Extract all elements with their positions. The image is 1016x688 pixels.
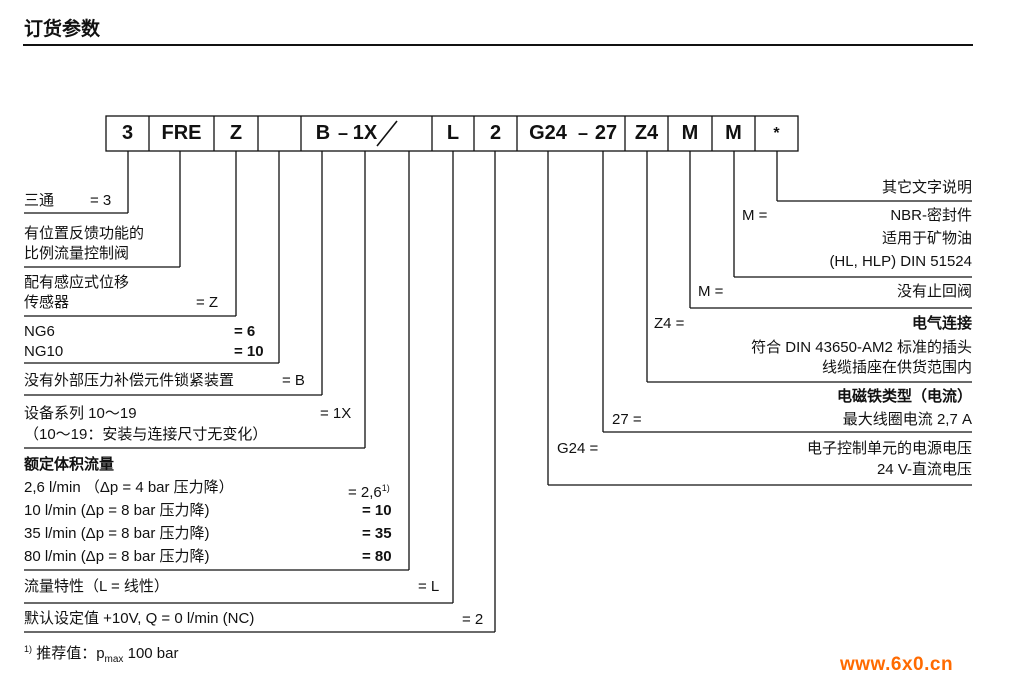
code-flow-2-6-value: = 2,6 (348, 484, 382, 501)
desc-seal-line1: NBR-密封件 (890, 207, 972, 224)
code-cell-size (258, 116, 301, 151)
page-title: 订货参数 (24, 19, 101, 40)
code-characteristic: = L (418, 578, 440, 595)
desc-default: 默认设定值 +10V, Q = 0 l/min (NC) (24, 610, 255, 627)
footnote-text: 推荐值：p (36, 645, 105, 662)
desc-transducer-line2: 传感器 (24, 294, 70, 311)
code-cell-characteristic: L (446, 122, 460, 144)
code-cell-connector: Z4 (634, 122, 659, 144)
desc-characteristic: 流量特性（L = 线性） (24, 578, 169, 595)
code-supply: G24 = (557, 440, 599, 457)
desc-series-line1: 设备系列 10～19 (24, 405, 137, 422)
code-cell-transducer: Z (229, 122, 243, 144)
elec-heading: 电气连接 (911, 315, 972, 332)
footnote-mark: 1) (24, 644, 33, 654)
code-check: M = (698, 283, 724, 300)
desc-valve-line2: 比例流量控制阀 (24, 245, 130, 262)
code-dash-2: – (577, 123, 588, 143)
footnote: 1) 推荐值：pmax 100 bar (24, 640, 178, 669)
code-cell-series: FRE (161, 122, 202, 144)
desc-seal-line3: (HL, HLP) DIN 51524 (829, 253, 972, 270)
desc-valve-line1: 有位置反馈功能的 (24, 225, 145, 242)
desc-seal-line2: 适用于矿物油 (881, 230, 972, 247)
footnote-marker: 1) (381, 483, 390, 493)
solenoid-heading: 电磁铁类型（电流） (836, 388, 972, 405)
code-lock: = B (282, 372, 305, 389)
code-flow-2-6: = 2,61) (348, 479, 390, 502)
code-seal: M = (742, 207, 768, 224)
desc-check: 没有止回阀 (896, 283, 972, 300)
desc-supply-line1: 电子控制单元的电源电压 (806, 440, 972, 457)
code-series: = 1X (320, 405, 352, 422)
code-cell-check: M (681, 122, 699, 144)
footnote-sub: max (104, 654, 124, 665)
code-cell-seal: M (725, 122, 742, 144)
footnote-tail: 100 bar (123, 645, 179, 662)
flow-row-2-6: 2,6 l/min （Δp = 4 bar 压力降） (24, 479, 234, 496)
desc-series-line2: （10～19：安装与连接尺寸无变化） (24, 426, 268, 443)
code-transducer: = Z (196, 294, 219, 311)
code-flow-80: = 80 (362, 548, 392, 565)
code-cell-lock: B (315, 122, 331, 144)
desc-transducer-line1: 配有感应式位移 (24, 274, 130, 291)
desc-ng6: NG6 (24, 323, 55, 340)
code-ng10: = 10 (234, 343, 264, 360)
desc-coil: 最大线圈电流 2,7 A (842, 411, 972, 428)
code-cell-other: * (773, 124, 780, 142)
desc-ng10: NG10 (24, 343, 64, 360)
code-cell-coil: 27 (594, 122, 618, 144)
flow-row-80: 80 l/min (Δp = 8 bar 压力降) (24, 548, 210, 565)
watermark: www.6x0.cn (840, 654, 954, 675)
code-default: = 2 (462, 611, 484, 628)
code-dash: – (337, 123, 348, 143)
code-three-way: = 3 (90, 192, 112, 209)
code-box (105, 115, 799, 152)
flow-row-35: 35 l/min (Δp = 8 bar 压力降) (24, 525, 210, 542)
code-ng6: = 6 (234, 323, 256, 340)
code-cell-component-series: 1X (352, 122, 378, 144)
desc-three-way: 三通 (24, 192, 55, 209)
code-cell-supply: G24 (529, 122, 567, 144)
code-cell-flow (380, 116, 432, 151)
desc-elec-line2: 线缆插座在供货范围内 (821, 359, 972, 376)
desc-supply-line2: 24 V-直流电压 (876, 461, 972, 478)
code-flow-35: = 35 (362, 525, 392, 542)
flow-row-10: 10 l/min (Δp = 8 bar 压力降) (24, 502, 210, 519)
desc-elec-line1: 符合 DIN 43650-AM2 标准的插头 (751, 339, 972, 356)
title-rule (23, 44, 973, 46)
code-flow-10: = 10 (362, 502, 392, 519)
desc-lock: 没有外部压力补偿元件锁紧装置 (24, 372, 235, 389)
flow-heading: 额定体积流量 (24, 456, 115, 473)
code-elec: Z4 = (654, 315, 685, 332)
code-cell-default: 2 (489, 122, 502, 144)
desc-other: 其它文字说明 (881, 179, 972, 196)
code-coil: 27 = (612, 411, 642, 428)
code-cell-function: 3 (121, 122, 134, 144)
